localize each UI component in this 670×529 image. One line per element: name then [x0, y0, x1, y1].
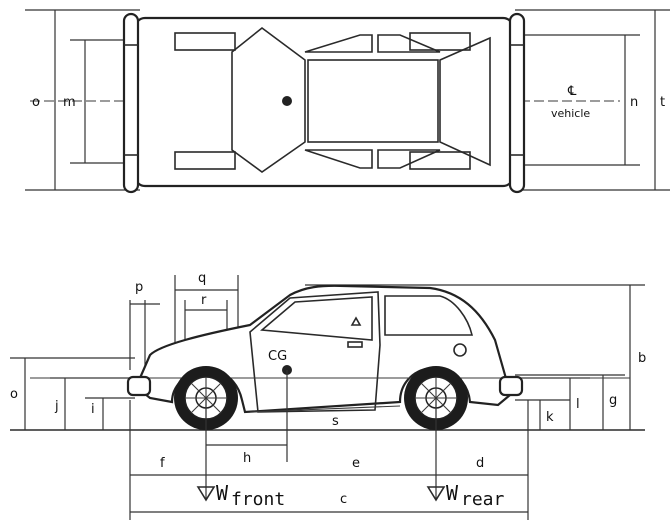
top-rear-right-wheel: [409, 151, 471, 170]
top-rear-left-wheel: [409, 32, 471, 51]
side-rear-bumper: [498, 375, 524, 397]
top-side-window-left-rear: [377, 34, 441, 53]
side-dim-k-label: k: [546, 410, 554, 425]
side-dim-f-label: f: [160, 456, 165, 471]
side-dim-c-label: c: [340, 492, 347, 507]
side-dim-g-label: g: [609, 393, 617, 408]
centerline-label: vehicle: [551, 107, 590, 120]
top-side-window-left-front: [304, 34, 373, 53]
top-dim-n-label: n: [630, 95, 638, 110]
side-dim-q-label: q: [198, 271, 206, 286]
w-front-sub: front: [231, 489, 285, 510]
side-front-window: [260, 296, 373, 341]
rear-load-arrow: [426, 486, 446, 502]
top-side-window-right-front: [304, 149, 373, 169]
side-dim-b-label: b: [638, 351, 646, 366]
top-windshield: [231, 26, 306, 173]
side-front-bumper: [126, 375, 152, 397]
w-front-main: W: [216, 481, 229, 505]
top-rear-window: [439, 36, 491, 167]
side-fuel-cap: [453, 343, 467, 357]
top-dim-m-label: m: [63, 95, 76, 110]
top-roof: [307, 59, 439, 143]
side-dim-l-label: l: [576, 397, 580, 412]
top-view: o m n t ℄ vehicle: [25, 9, 670, 194]
top-side-window-right-rear: [377, 149, 441, 169]
side-dim-s-label: s: [332, 414, 339, 429]
top-front-left-wheel: [174, 32, 236, 51]
top-dim-o-label: o: [32, 95, 40, 110]
w-rear-main: W: [446, 481, 459, 505]
cg-label: CG: [268, 349, 287, 364]
side-door-handle: [347, 341, 363, 348]
side-dim-d-label: d: [476, 456, 484, 471]
side-rear-window: [384, 295, 474, 336]
side-dim-h-label: h: [243, 451, 251, 466]
side-mirror: [350, 316, 362, 326]
top-dim-t-label: t: [660, 95, 665, 110]
top-rear-bumper: [508, 12, 526, 194]
side-dim-i-label: i: [91, 402, 95, 417]
side-dim-r-label: r: [201, 293, 207, 308]
front-load-arrow: [196, 486, 216, 502]
top-car-outline: [133, 16, 515, 188]
top-front-right-wheel: [174, 151, 236, 170]
side-view: p q r b o j i s k l g f h e d c CG W fro…: [10, 271, 646, 520]
top-cg-marker: [282, 96, 292, 106]
side-sill-line: [249, 405, 401, 413]
w-rear-sub: rear: [461, 489, 505, 510]
top-front-bumper: [122, 12, 140, 194]
side-dim-o-label: o: [10, 387, 18, 402]
side-dim-e-label: e: [352, 456, 360, 471]
side-dim-p-label: p: [135, 280, 143, 295]
centerline-symbol: ℄: [567, 84, 577, 99]
side-dim-j-label: j: [54, 399, 59, 414]
